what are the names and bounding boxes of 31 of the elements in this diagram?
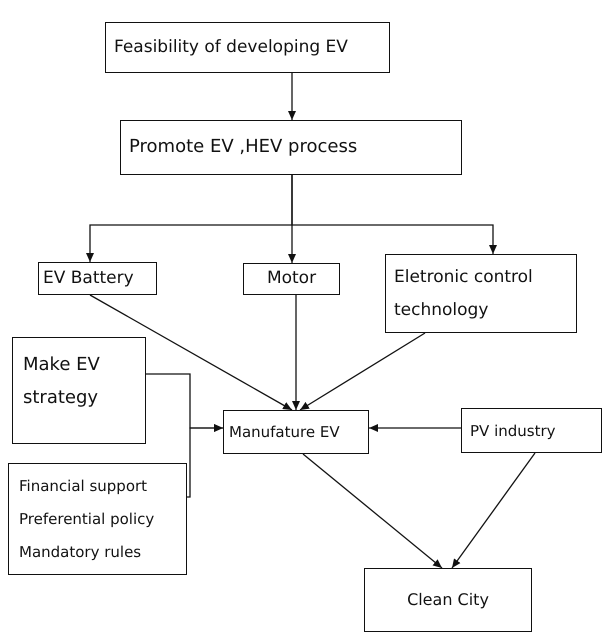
process-box [385,254,577,333]
arrow [300,332,426,411]
arrow [288,73,296,120]
box-label: Mandatory rules [19,542,142,562]
box-label: Clean City [407,589,489,611]
arrow [451,452,536,568]
box-label: Promote EV ,HEV process [129,135,358,160]
box-label: EV Battery [43,266,134,290]
box-label: Preferential policy [19,508,154,530]
arrow [90,294,292,411]
box-label: Make EV strategy [23,353,101,410]
process-box [12,337,146,444]
arrow [292,295,300,410]
box-label: Eletronic control technology [394,266,534,322]
arrow [369,424,461,432]
box-label: Feasibility of developing EV [114,36,348,59]
arrow [187,424,223,498]
box-label: Motor [266,267,316,290]
arrow [302,454,442,568]
process-box [364,568,532,632]
process-box [461,408,602,453]
process-box [120,120,462,175]
box-label: Manufature EV [229,422,340,443]
arrow [291,175,497,254]
process-box [105,22,390,73]
box-label: PV industry [470,420,556,442]
process-box [223,410,369,454]
process-box [8,463,187,575]
box-label: Financial support [19,476,148,496]
process-box [38,262,157,295]
process-box [243,263,340,295]
